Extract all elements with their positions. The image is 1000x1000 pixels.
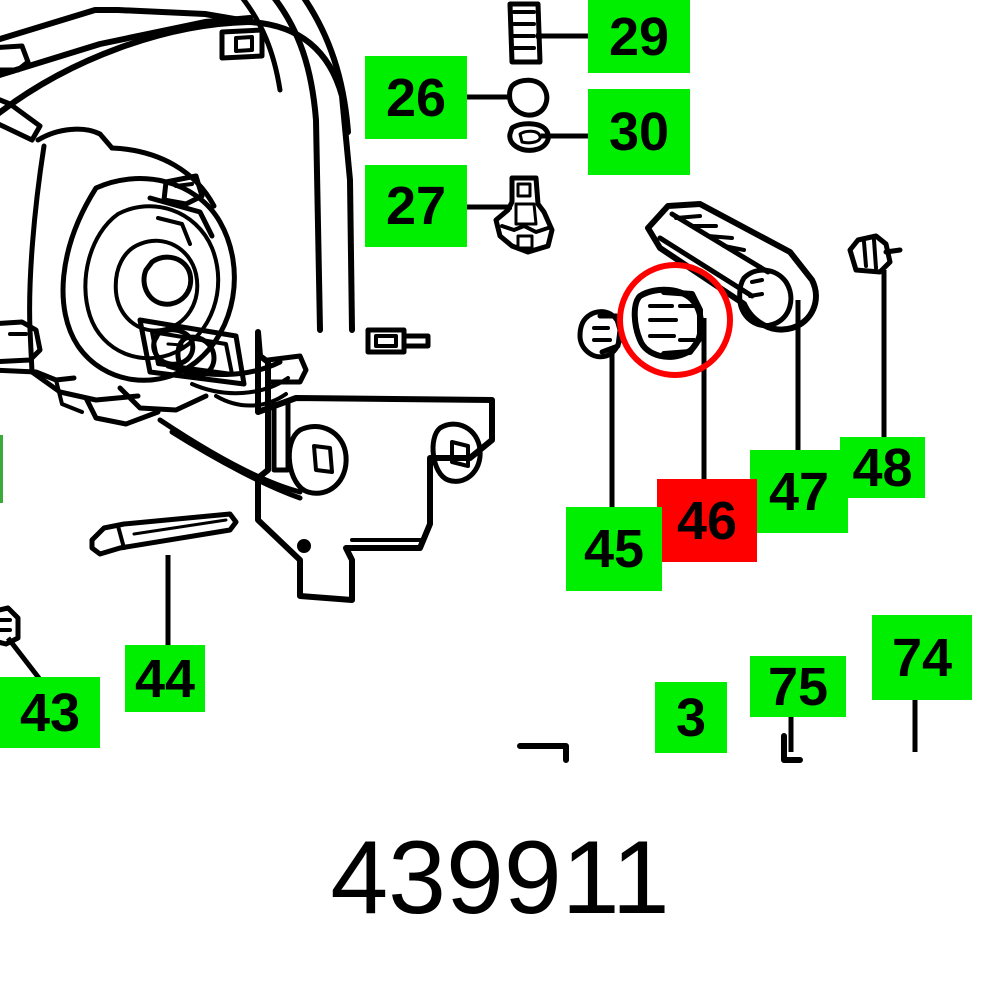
callout-27[interactable]: 27 [365,165,467,247]
callout-74[interactable]: 74 [872,615,972,700]
callout-75[interactable]: 75 [750,656,846,717]
callout-46[interactable]: 46 [657,479,757,562]
callout-29[interactable]: 29 [588,0,690,73]
callout-26[interactable]: 26 [365,56,467,139]
callout-48[interactable]: 48 [840,437,925,498]
callout-47[interactable]: 47 [750,450,848,533]
selected-part-highlight-circle [617,262,733,378]
callout-45[interactable]: 45 [566,507,662,591]
callout-3[interactable]: 3 [655,682,727,753]
cut-off-callout-sliver [0,435,3,503]
callout-43[interactable]: 43 [0,677,100,748]
callout-44[interactable]: 44 [125,645,205,712]
callout-30[interactable]: 30 [588,89,690,175]
diagram-caption: 439911 [330,820,670,936]
